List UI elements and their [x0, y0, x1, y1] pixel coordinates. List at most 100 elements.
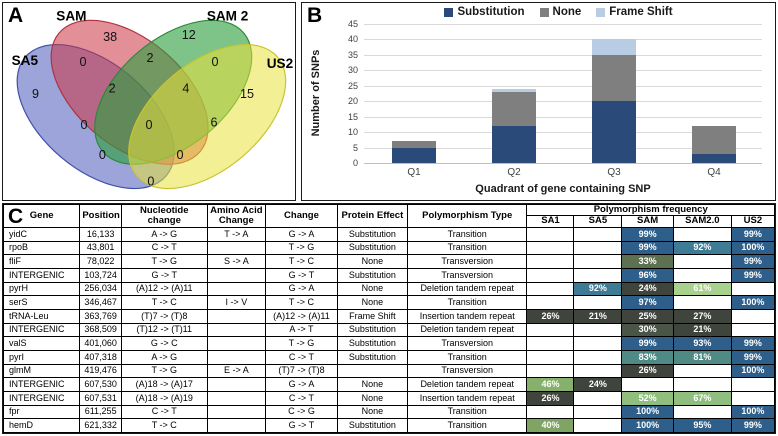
- cell-position: 103,724: [79, 267, 122, 283]
- panel-a-venn: A SAM SAM 2 SA5 US2 38 12 0 2 0 9 2 4 15…: [2, 2, 296, 201]
- y-axis-title: Number of SNPs: [310, 49, 322, 137]
- col-header-sam2-0: SAM2.0: [672, 215, 732, 228]
- x-tick-label: Q1: [407, 167, 421, 178]
- gridline: [364, 116, 762, 118]
- col-header-sam: SAM: [621, 215, 674, 228]
- bar-segment-substitution: [492, 125, 536, 163]
- cell-polymorphism-type: Insertion tandem repeat: [406, 390, 528, 406]
- legend-label: Frame Shift: [609, 6, 673, 18]
- cell-frequency-sam2-0: 92%: [672, 240, 732, 256]
- cell-gene: glmM: [2, 363, 81, 379]
- cell-frequency-sa5: [573, 336, 623, 351]
- cell-polymorphism-type: Transversion: [406, 254, 528, 269]
- cell-amino-acid-change: [206, 349, 267, 365]
- cell-frequency-sa5: [573, 240, 623, 256]
- x-tick-label: Q3: [607, 167, 621, 178]
- cell-nucleotide-change: G -> C: [120, 336, 208, 351]
- cell-gene: fpr: [2, 404, 81, 420]
- legend-swatch: [444, 7, 454, 17]
- cell-nucleotide-change: (A)18 -> (A)19: [120, 390, 208, 406]
- venn-set-label-sam: SAM: [56, 9, 86, 24]
- cell-polymorphism-type: Deletion tandem repeat: [406, 322, 528, 338]
- cell-frequency-sam2-0: [672, 295, 732, 310]
- cell-amino-acid-change: I -> V: [206, 295, 267, 310]
- cell-frequency-us2: 100%: [730, 240, 776, 256]
- legend-swatch: [539, 7, 549, 17]
- cell-frequency-sam: 33%: [621, 254, 674, 269]
- venn-count: 15: [240, 87, 254, 101]
- cell-frequency-us2: 100%: [730, 295, 776, 310]
- cell-protein-effect: None: [336, 404, 408, 420]
- cell-frequency-sam2-0: [672, 267, 732, 283]
- cell-gene: INTERGENIC: [2, 377, 81, 392]
- gridline: [364, 132, 762, 134]
- cell-frequency-us2: [730, 377, 776, 392]
- cell-frequency-sam2-0: 93%: [672, 336, 732, 351]
- col-header-polymorphism-type: Polymorphism Type: [406, 204, 528, 228]
- snp-table: Gene Position Nucleotide change Amino Ac…: [2, 203, 776, 433]
- cell-nucleotide-change: T -> C: [120, 418, 208, 433]
- cell-nucleotide-change: C -> T: [120, 240, 208, 256]
- cell-frequency-sa1: [526, 363, 575, 379]
- cell-polymorphism-type: Transition: [406, 404, 528, 420]
- cell-frequency-sa5: [573, 322, 623, 338]
- cell-frequency-sam2-0: 67%: [672, 390, 732, 406]
- cell-frequency-sa1: [526, 254, 575, 269]
- cell-change: G -> T: [265, 418, 338, 433]
- cell-frequency-sa1: 26%: [526, 390, 575, 406]
- cell-frequency-us2: 99%: [730, 336, 776, 351]
- bar-segment-none: [692, 125, 736, 154]
- bar-segment-substitution: [592, 101, 636, 163]
- cell-nucleotide-change: T -> G: [120, 254, 208, 269]
- venn-count: 4: [182, 81, 189, 95]
- cell-frequency-us2: 100%: [730, 404, 776, 420]
- cell-amino-acid-change: [206, 267, 267, 283]
- y-tick-label: 5: [352, 142, 358, 153]
- cell-frequency-sa5: [573, 349, 623, 365]
- cell-gene: pyrH: [2, 281, 81, 297]
- cell-frequency-sa5: [573, 295, 623, 310]
- legend-swatch: [596, 7, 606, 17]
- cell-frequency-us2: [730, 322, 776, 338]
- y-tick-label: 25: [347, 80, 358, 91]
- gridline: [364, 24, 762, 25]
- cell-change: C -> G: [265, 404, 338, 420]
- cell-change: T -> C: [265, 254, 338, 269]
- panel-c-table: C Gene Position Nucleotide change Amino …: [2, 203, 776, 434]
- venn-count: 2: [146, 51, 153, 65]
- cell-gene: INTERGENIC: [2, 322, 81, 338]
- cell-polymorphism-type: Deletion tandem repeat: [406, 377, 528, 392]
- cell-protein-effect: None: [336, 281, 408, 297]
- cell-polymorphism-type: Transition: [406, 240, 528, 256]
- cell-nucleotide-change: (T)7 -> (T)8: [120, 308, 208, 324]
- venn-count: 0: [99, 148, 106, 162]
- cell-protein-effect: None: [336, 295, 408, 310]
- cell-frequency-sa1: [526, 322, 575, 338]
- cell-frequency-sa1: 26%: [526, 308, 575, 324]
- cell-nucleotide-change: T -> C: [120, 295, 208, 310]
- gridline: [364, 39, 762, 41]
- y-tick-label: 0: [352, 158, 358, 168]
- y-tick-label: 10: [347, 127, 358, 138]
- venn-count: 0: [145, 118, 152, 132]
- cell-nucleotide-change: (A)18 -> (A)17: [120, 377, 208, 392]
- cell-change: (A)12 -> (A)11: [265, 308, 338, 324]
- cell-protein-effect: Substitution: [336, 322, 408, 338]
- venn-set-label-us2: US2: [267, 56, 294, 71]
- venn-count: 0: [80, 55, 87, 69]
- cell-frequency-sam: 97%: [621, 295, 674, 310]
- cell-position: 607,530: [79, 377, 122, 392]
- cell-frequency-sa1: [526, 295, 575, 310]
- legend-label: Substitution: [457, 6, 525, 18]
- cell-frequency-sam: 100%: [621, 418, 674, 433]
- cell-protein-effect: Frame Shift: [336, 308, 408, 324]
